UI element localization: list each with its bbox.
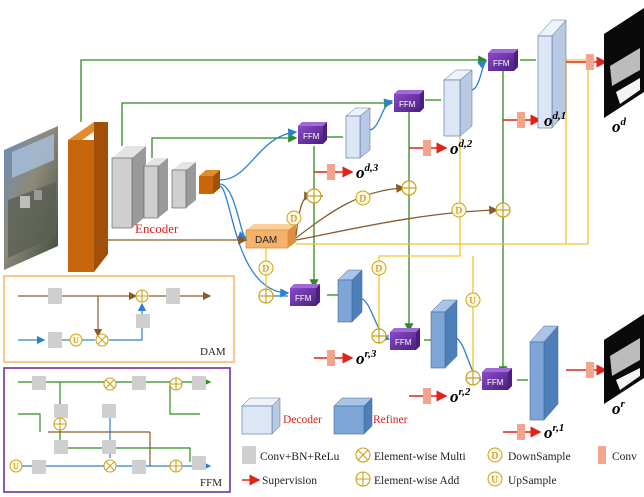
svg-text:Refiner: Refiner: [373, 414, 408, 426]
dam-inset: U DAM: [3, 275, 235, 363]
refiner-block-3: [337, 269, 363, 323]
ffm-badge-r3: FFM: [290, 284, 320, 306]
dam-box-label: DAM: [255, 235, 277, 246]
decoder-block-2: [443, 69, 473, 137]
ffm-badge-r2: FFM: [390, 328, 420, 350]
add-node: [169, 459, 183, 473]
output-labels: od,3 od,2 od,1 od or,3 or,2 or,1 or: [356, 110, 627, 442]
legend-supervision: Supervision: [242, 474, 317, 487]
downsample-icon: D: [451, 202, 467, 218]
downsample-icon: D: [371, 260, 387, 276]
svg-text:D: D: [376, 264, 383, 274]
ffm-label: FFM: [399, 100, 416, 109]
ffm-inset-title: FFM: [200, 477, 222, 489]
add-node: [465, 370, 481, 386]
encoder-block-4: [171, 162, 196, 209]
refiner-block-1: [529, 325, 559, 421]
add-node: [135, 289, 149, 303]
ffm-badge-d3: FFM: [298, 122, 327, 144]
supervision-convs: [327, 54, 594, 440]
add-node: [53, 417, 67, 431]
ffm-inset: U FFM: [3, 367, 231, 493]
legend-refiner: Refiner: [333, 397, 408, 435]
input-image: [4, 126, 58, 270]
output-r3: or,3: [356, 348, 377, 368]
legend-upsample: U UpSample: [487, 471, 557, 487]
legend-element-multi: Element-wise Multi: [355, 447, 466, 463]
refiner-block-2: [430, 299, 458, 369]
svg-text:D: D: [291, 214, 298, 224]
encoder-label: Encoder: [135, 221, 179, 236]
svg-text:D: D: [456, 206, 463, 216]
multiply-node: [95, 333, 109, 347]
add-node: [371, 328, 387, 344]
add-node: [306, 188, 322, 204]
ffm-badge-d1: FFM: [488, 49, 518, 71]
output-d3: od,3: [356, 162, 379, 182]
decoder-block-3: [345, 107, 371, 159]
output-r2: or,2: [450, 386, 471, 406]
svg-text:D: D: [360, 194, 367, 204]
add-node: [258, 288, 274, 304]
encoder-block-5: [199, 170, 220, 194]
legend-decoder: Decoder: [241, 397, 322, 435]
add-node: [495, 202, 511, 218]
ffm-label: FFM: [295, 294, 312, 303]
downsample-icon: D: [355, 190, 371, 206]
downsample-nodes: D D D D D U: [258, 190, 481, 308]
ffm-label: FFM: [487, 378, 504, 387]
downsample-icon: D: [286, 210, 302, 226]
legend-downsample: D DownSample: [487, 447, 571, 463]
upsample-icon: U: [69, 333, 83, 347]
output-image-r: [604, 314, 644, 404]
output-d: od: [612, 116, 627, 136]
svg-text:U: U: [492, 475, 499, 485]
svg-text:Supervision: Supervision: [262, 475, 317, 487]
encoder-block-1: [68, 122, 108, 272]
svg-text:Conv: Conv: [612, 451, 637, 463]
svg-text:U: U: [470, 296, 477, 306]
svg-text:Conv+BN+ReLu: Conv+BN+ReLu: [260, 451, 340, 463]
ffm-label: FFM: [493, 59, 510, 68]
svg-text:DownSample: DownSample: [508, 451, 571, 463]
svg-text:D: D: [492, 451, 499, 461]
legend-conv: Conv: [598, 446, 637, 464]
ffm-label: FFM: [303, 132, 320, 141]
dam-box: [245, 224, 296, 249]
legend-element-add: Element-wise Add: [355, 471, 460, 487]
add-nodes: [258, 180, 511, 386]
svg-text:Element-wise Multi: Element-wise Multi: [374, 451, 466, 463]
svg-text:Decoder: Decoder: [283, 414, 322, 426]
upsample-icon: U: [9, 459, 23, 473]
ffm-label: FFM: [395, 338, 412, 347]
output-r: or: [612, 398, 626, 418]
ffm-badge-d2: FFM: [394, 90, 424, 112]
encoder-block-3: [143, 158, 168, 219]
legend: Decoder Refiner Conv+BN+ReLu Element-wis…: [241, 397, 637, 487]
output-r1: or,1: [544, 422, 564, 442]
svg-text:Element-wise Add: Element-wise Add: [374, 475, 460, 487]
dam-inset-title: DAM: [200, 346, 226, 358]
add-node: [401, 180, 417, 196]
encoder-block-2: [111, 146, 146, 229]
svg-text:D: D: [263, 264, 270, 274]
multiply-node: [103, 459, 117, 473]
legend-conv-bn-relu: Conv+BN+ReLu: [242, 446, 340, 464]
add-node: [169, 377, 183, 391]
multiply-node: [103, 377, 117, 391]
output-d2: od,2: [450, 138, 473, 158]
output-d1: od,1: [544, 110, 566, 130]
output-image-d: [604, 8, 644, 118]
ffm-badge-r1: FFM: [482, 368, 512, 390]
upsample-icon: U: [465, 292, 481, 308]
downsample-icon: D: [258, 260, 274, 276]
svg-text:UpSample: UpSample: [508, 475, 557, 487]
decoder-block-1: [537, 19, 567, 129]
svg-text:U: U: [73, 336, 79, 345]
svg-text:U: U: [13, 462, 19, 471]
